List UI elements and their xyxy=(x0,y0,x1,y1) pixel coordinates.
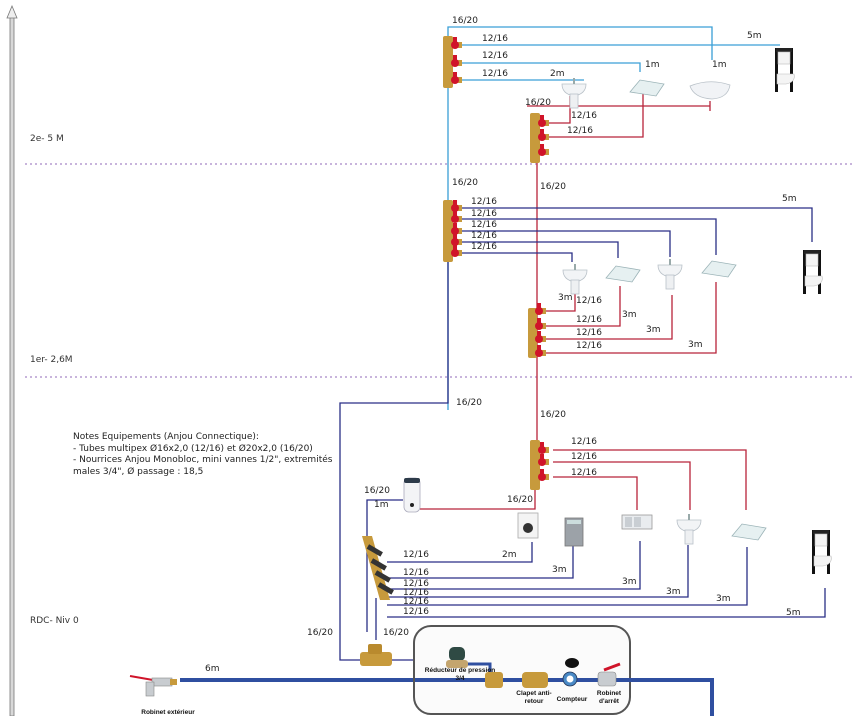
outdoor-length-label: 6m xyxy=(205,664,220,674)
f1-cold-out-1: 12/16 xyxy=(471,197,497,207)
f2-length-bathtub: 1m xyxy=(712,60,727,70)
f1-cold-out-4: 12/16 xyxy=(471,231,497,241)
rdc-length-sink: 3m xyxy=(622,577,637,587)
water-meter-label: Compteur xyxy=(556,696,588,703)
meter-assembly-box xyxy=(413,625,631,715)
fixture-toilet-rdc xyxy=(811,529,832,575)
f2-hot-feed-label: 16/20 xyxy=(525,98,551,108)
f1-length-toilet: 5m xyxy=(782,194,797,204)
tee-fitting xyxy=(360,644,392,666)
f2-hot-out-1: 12/16 xyxy=(571,111,597,121)
fixture-washbasin-rdc xyxy=(676,513,702,545)
rdc-riser-cold-label: 16/20 xyxy=(456,398,482,408)
fixture-shower-rdc xyxy=(731,523,767,541)
rdc-length-basin: 3m xyxy=(666,587,681,597)
rdc-hot-out-1: 12/16 xyxy=(571,437,597,447)
rdc-tee-right-label: 16/20 xyxy=(383,628,409,638)
ground-cold-manifold xyxy=(362,536,394,600)
ground-hot-manifold xyxy=(530,440,549,490)
fixture-toilet-f1 xyxy=(802,249,823,295)
height-axis xyxy=(6,4,18,716)
level-label-ground: RDC- Niv 0 xyxy=(30,616,79,626)
f2-cold-feed-label: 16/20 xyxy=(452,16,478,26)
fixture-water-heater xyxy=(403,477,421,513)
rdc-heater-feed-label: 16/20 xyxy=(364,486,390,496)
fixture-bathtub-f2 xyxy=(689,81,731,100)
f2-length-toilet: 5m xyxy=(747,31,762,41)
rdc-length-shower: 3m xyxy=(716,594,731,604)
floor2-hot-pipes xyxy=(527,90,711,440)
rdc-length-dishwasher: 3m xyxy=(552,565,567,575)
rdc-cold-out-3: 12/16 xyxy=(403,579,429,589)
floor1-cold-pipes xyxy=(339,207,813,536)
fixture-dishwasher xyxy=(564,517,584,547)
rdc-cold-out-1: 12/16 xyxy=(403,550,429,560)
rdc-hot-out-2: 12/16 xyxy=(571,452,597,462)
stop-valve-label: Robinet d'arrêt xyxy=(596,690,622,705)
f1-cold-out-2: 12/16 xyxy=(471,209,497,219)
rdc-heater-out-label: 16/20 xyxy=(507,495,533,505)
floor1-hot-manifold xyxy=(528,303,546,358)
f1-riser-cold-label: 16/20 xyxy=(452,178,478,188)
rdc-cold-out-4: 12/16 xyxy=(403,588,429,598)
rdc-cold-out-6: 12/16 xyxy=(403,607,429,617)
f2-cold-out-1: 12/16 xyxy=(482,34,508,44)
f1-hot-out-4: 12/16 xyxy=(576,341,602,351)
rdc-cold-out-5: 12/16 xyxy=(403,597,429,607)
fixture-shower-f2 xyxy=(629,79,665,97)
fixture-shower-f1b xyxy=(701,260,737,278)
f2-hot-out-2: 12/16 xyxy=(567,126,593,136)
f2-cold-out-2: 12/16 xyxy=(482,51,508,61)
rdc-hot-out-3: 12/16 xyxy=(571,468,597,478)
f1-cold-out-5: 12/16 xyxy=(471,242,497,252)
f1-length-shower-b: 3m xyxy=(688,340,703,350)
fixture-washbasin-f1a xyxy=(562,263,588,295)
f2-cold-out-3: 12/16 xyxy=(482,69,508,79)
f2-length-shower: 1m xyxy=(645,60,660,70)
f1-riser-hot-label: 16/20 xyxy=(540,182,566,192)
f1-cold-out-3: 12/16 xyxy=(471,220,497,230)
f1-length-basin-b: 3m xyxy=(646,325,661,335)
f1-hot-out-1: 12/16 xyxy=(576,296,602,306)
fixture-washbasin-f2 xyxy=(561,77,587,109)
rdc-riser-hot-label: 16/20 xyxy=(540,410,566,420)
f1-length-basin-a: 3m xyxy=(558,293,573,303)
rdc-cold-out-2: 12/16 xyxy=(403,568,429,578)
level-label-floor1: 1er- 2,6M xyxy=(30,355,73,365)
ground-hot-pipes xyxy=(420,449,747,510)
rdc-length-toilet: 5m xyxy=(786,608,801,618)
fixture-kitchen-sink xyxy=(621,514,653,530)
check-valve-label: Clapet anti-retour xyxy=(516,690,552,705)
level-label-floor2: 2e- 5 M xyxy=(30,134,64,144)
fixture-toilet-f2 xyxy=(774,47,795,93)
floor1-cold-manifold xyxy=(443,200,462,262)
pressure-reducer-label: Réducteur de pression 3/4 xyxy=(424,667,496,682)
outdoor-tap-icon xyxy=(129,675,177,697)
fixture-washing-machine xyxy=(517,512,539,539)
outdoor-tap-label: Robinet extérieur xyxy=(141,709,195,716)
fixture-shower-f1a xyxy=(605,265,641,283)
f1-hot-out-3: 12/16 xyxy=(576,328,602,338)
rdc-tee-left-label: 16/20 xyxy=(307,628,333,638)
floor1-hot-pipes xyxy=(544,282,717,354)
f1-length-shower-a: 3m xyxy=(622,310,637,320)
fixture-washbasin-f1b xyxy=(657,258,683,290)
rdc-length-washing-machine: 2m xyxy=(502,550,517,560)
rdc-heater-length: 1m xyxy=(374,500,389,510)
f2-length-basin: 2m xyxy=(550,69,565,79)
floor2-cold-manifold xyxy=(443,36,462,88)
f1-hot-out-2: 12/16 xyxy=(576,315,602,325)
equipment-notes: Notes Equipements (Anjou Connectique): -… xyxy=(73,432,333,477)
floor2-hot-manifold xyxy=(530,113,549,163)
